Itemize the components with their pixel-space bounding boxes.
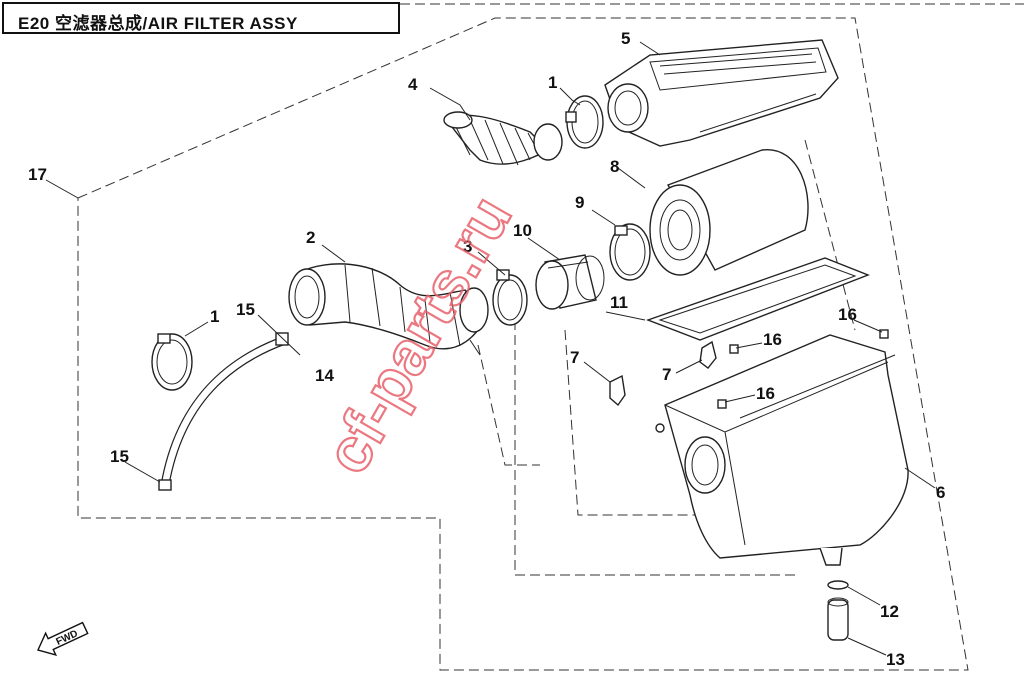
- inner-outline-c: [477, 344, 540, 466]
- part-1-clamp-lower: [151, 333, 193, 391]
- callout-3: 3: [463, 237, 472, 256]
- callout-7-lower: 7: [570, 348, 579, 367]
- callout-13: 13: [886, 650, 905, 669]
- part-11-gasket: [645, 257, 870, 341]
- part-10-coupler: [535, 254, 605, 310]
- callout-15-upper: 15: [236, 300, 255, 319]
- inner-outline-b: [564, 329, 700, 516]
- callout-9: 9: [575, 193, 584, 212]
- part-8-filter-element: [649, 149, 809, 276]
- callout-4: 4: [408, 75, 418, 94]
- part-16-screw-a: [729, 344, 739, 354]
- part-2-intake-duct: [288, 263, 489, 356]
- part-5-top-cover: [604, 39, 839, 147]
- callout-12: 12: [880, 602, 899, 621]
- part-14-breather-hose: [160, 335, 287, 486]
- title-box: E20 空滤器总成/AIR FILTER ASSY: [2, 2, 400, 34]
- callout-8: 8: [610, 157, 619, 176]
- part-4-intake-bellows: [443, 111, 563, 166]
- callout-7-upper: 7: [662, 365, 671, 384]
- callout-15-lower: 15: [110, 447, 129, 466]
- part-15-hose-clamp-upper: [275, 332, 289, 346]
- inner-outline-a: [514, 320, 800, 576]
- part-16-screw-c: [879, 329, 889, 339]
- assembly-boundary: [77, 17, 969, 671]
- fwd-arrow-icon: FWD: [37, 621, 89, 657]
- part-9-clamp: [609, 223, 651, 281]
- callout-16-b: 16: [756, 384, 775, 403]
- callout-1-upper: 1: [548, 73, 557, 92]
- part-1-clamp-upper: [565, 95, 604, 149]
- part-15-hose-clamp-lower: [158, 479, 172, 491]
- callout-6: 6: [936, 483, 945, 502]
- callout-16-c: 16: [838, 305, 857, 324]
- callout-1-lower: 1: [210, 307, 219, 326]
- part-3-clamp: [492, 269, 528, 326]
- part-16-screw-b: [717, 399, 727, 409]
- part-7-clip-lower: [609, 374, 626, 407]
- callout-10: 10: [513, 221, 532, 240]
- cover-drop-line: [804, 139, 856, 331]
- callout-5: 5: [621, 29, 630, 48]
- callout-11: 11: [610, 293, 628, 312]
- part-6-lower-housing: [655, 334, 909, 566]
- leader-lines: [45, 41, 936, 656]
- part-7-clip-upper: [699, 340, 717, 369]
- fwd-label: FWD: [54, 628, 79, 648]
- callout-16-a: 16: [763, 330, 782, 349]
- part-13-drain-tube: [827, 597, 849, 641]
- callout-2: 2: [306, 228, 315, 247]
- callout-14: 14: [315, 366, 334, 385]
- page-title: E20 空滤器总成/AIR FILTER ASSY: [18, 14, 298, 33]
- callout-17: 17: [28, 165, 47, 184]
- part-12-clip: [827, 580, 849, 590]
- watermark-text: cf-parts.ru: [312, 185, 525, 485]
